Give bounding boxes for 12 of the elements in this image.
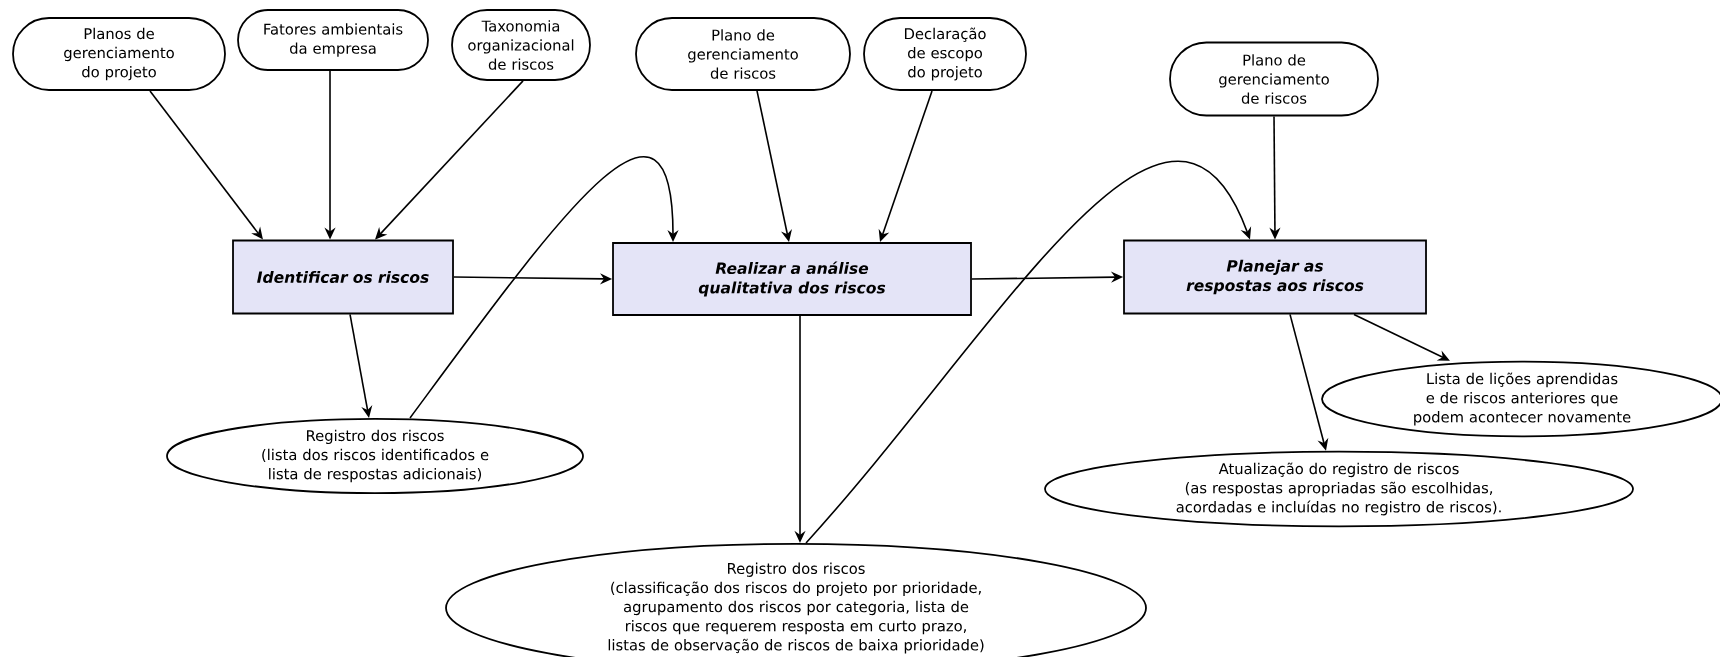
input-pill: Planos de gerenciamento do projeto — [12, 17, 226, 91]
input-pill: Declaração de escopo do projeto — [863, 17, 1027, 91]
curved-arrow — [805, 160, 1252, 544]
input-pill: Plano de gerenciamento de riscos — [1169, 41, 1379, 117]
arrow — [1353, 313, 1450, 361]
curved-arrow — [409, 156, 679, 419]
process-box: Identificar os riscos — [232, 239, 454, 315]
input-pill: Taxonomia organizacional de riscos — [451, 9, 591, 81]
input-pill: Plano de gerenciamento de riscos — [635, 17, 851, 91]
input-pill: Fatores ambientais da empresa — [237, 9, 429, 71]
process-box: Realizar a análise qualitativa dos riscos — [612, 242, 972, 316]
process-box: Planejar as respostas aos riscos — [1123, 239, 1427, 315]
